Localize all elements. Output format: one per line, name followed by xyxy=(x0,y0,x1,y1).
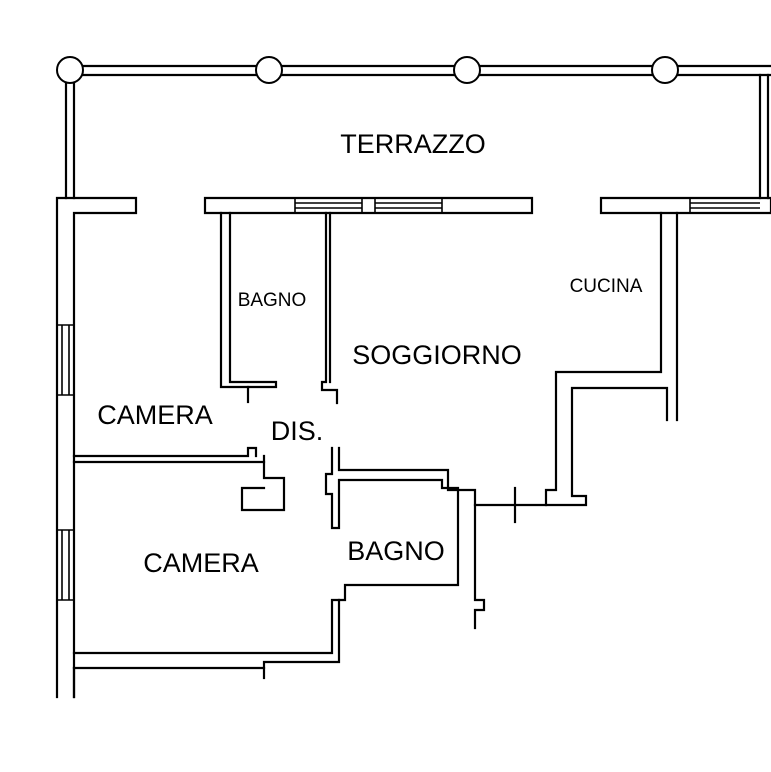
room-label-terrazzo: TERRAZZO xyxy=(340,129,486,159)
bedroom-lower-walls xyxy=(72,446,486,699)
room-label-soggiorno: SOGGIORNO xyxy=(352,340,522,370)
terrace-column xyxy=(56,56,84,84)
bathroom-top-walls xyxy=(219,211,339,405)
top-facade-wall xyxy=(55,196,771,699)
room-label-camera-lower: CAMERA xyxy=(143,548,259,578)
bathroom-left-wall xyxy=(219,211,278,389)
bedroom-divider-top xyxy=(72,446,258,458)
room-label-cucina: CUCINA xyxy=(570,276,643,297)
bathroom-outer-wall xyxy=(337,446,486,630)
room-label-bagno-top: BAGNO xyxy=(238,290,307,311)
bathroom-bottom-walls xyxy=(72,446,460,670)
room-label-bagno-bottom: BAGNO xyxy=(347,536,445,566)
bedroom-bottom-wall xyxy=(72,598,341,655)
bedroom-upper-walls xyxy=(72,446,286,512)
terrace-column xyxy=(651,56,679,84)
left-wall-windows xyxy=(57,324,74,601)
top-wall-segment xyxy=(203,196,534,215)
kitchen-walls xyxy=(473,211,679,524)
terrace xyxy=(56,56,771,200)
wardrobe-block xyxy=(240,454,286,512)
room-label-camera-upper: CAMERA xyxy=(97,400,213,430)
room-label-dis: DIS. xyxy=(271,416,324,446)
top-right-wall-segment xyxy=(599,196,771,215)
kitchen-partition xyxy=(544,211,669,507)
bathroom-right-wall xyxy=(320,211,339,405)
left-outer-wall xyxy=(55,196,138,699)
terrace-column xyxy=(453,56,481,84)
terrace-column xyxy=(255,56,283,84)
